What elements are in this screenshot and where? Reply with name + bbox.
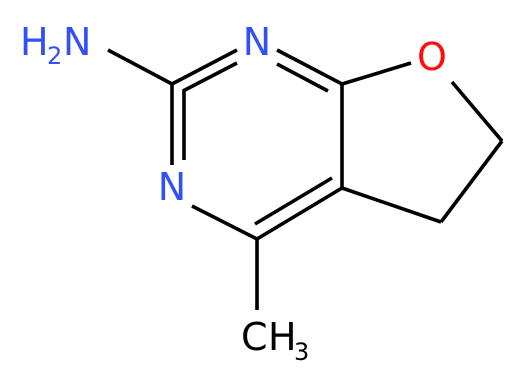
- amine-hydrogen-count: 2: [47, 42, 62, 70]
- methyl-hydrogen-count: 3: [294, 338, 309, 366]
- atom-labels: H 2 N N N O C H 3: [20, 20, 447, 366]
- ring-nitrogen-bottom-label: N: [158, 165, 186, 209]
- amine-nitrogen-label: N: [63, 20, 91, 64]
- bond-c2-n1-inner: [182, 61, 238, 93]
- bonds: [107, 48, 504, 310]
- bond-c7a-o: [341, 61, 412, 86]
- ring-oxygen-label: O: [417, 35, 447, 79]
- bond-c4-c4a-inner: [254, 176, 333, 226]
- ring-nitrogen-top-label: N: [243, 20, 271, 64]
- methyl-carbon-label: C: [241, 315, 268, 359]
- bond-n3-c4: [191, 204, 258, 241]
- bond-c6-c5: [439, 139, 504, 224]
- bond-o-c6: [450, 80, 504, 143]
- bond-c7a-n1-inner: [276, 62, 329, 93]
- methyl-hydrogen-label: H: [268, 315, 297, 359]
- bond-c5-c4a: [341, 186, 442, 224]
- bond-amine-c2: [107, 48, 173, 86]
- amine-hydrogen-label: H: [20, 20, 49, 64]
- bond-c2-n1: [171, 48, 238, 86]
- bond-c7a-n1: [276, 48, 343, 86]
- bond-c4-c4a: [256, 186, 343, 241]
